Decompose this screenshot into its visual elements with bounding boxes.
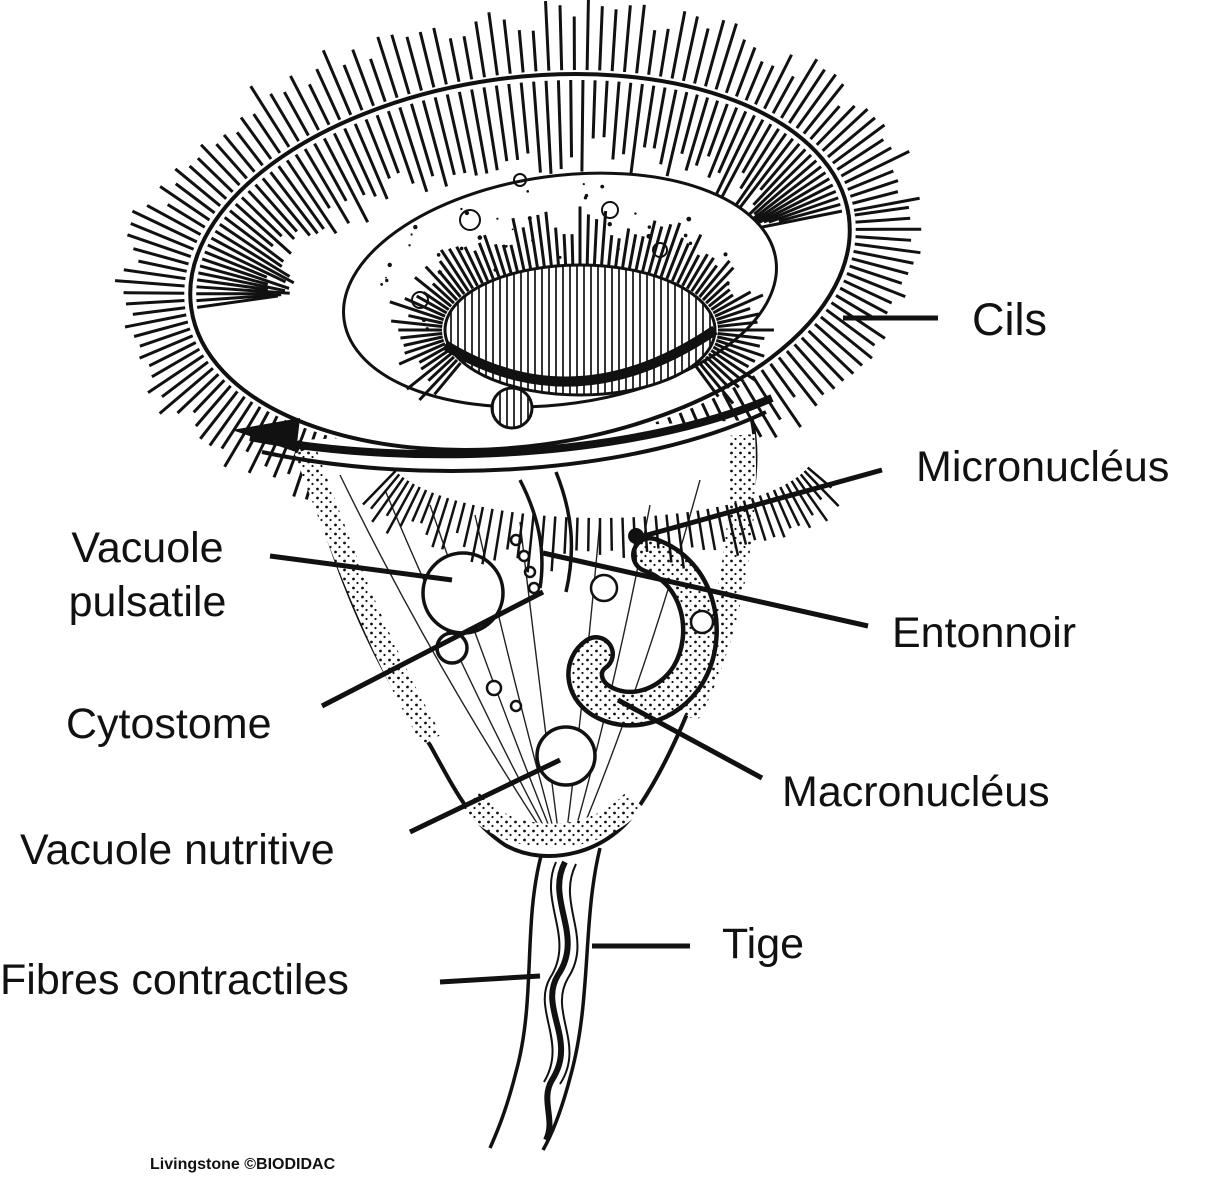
label-tige: Tige (722, 918, 804, 972)
food-vacuole-structure (537, 727, 595, 785)
label-micronucleus: Micronucléus (916, 441, 1169, 495)
label-cils: Cils (972, 292, 1047, 348)
adoral-band (445, 265, 715, 395)
cell-body (300, 420, 755, 856)
label-vacuole-pulsatile: Vacuole pulsatile (40, 522, 255, 630)
label-vacuole-nutritive: Vacuole nutritive (20, 824, 335, 878)
label-entonnoir: Entonnoir (892, 607, 1076, 661)
fibres-contractiles-leader-line (440, 976, 540, 982)
label-macronucleus: Macronucléus (782, 766, 1050, 820)
basal-blob (492, 388, 532, 428)
stalk (490, 848, 600, 1150)
label-fibres-contractiles: Fibres contractiles (0, 954, 349, 1008)
credit-line: Livingstone ©BIODIDAC (150, 1156, 335, 1174)
label-cytostome: Cytostome (66, 698, 272, 752)
